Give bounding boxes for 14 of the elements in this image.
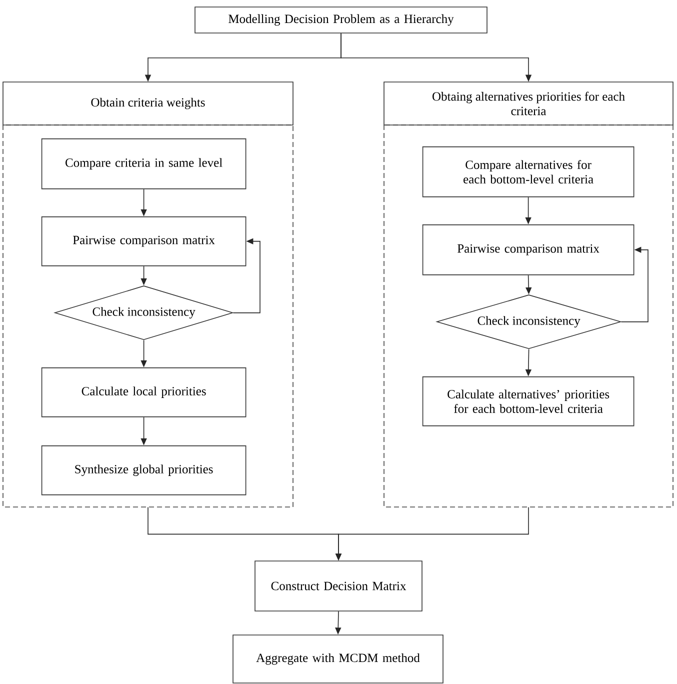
arrow — [232, 238, 260, 314]
arrow — [620, 246, 648, 322]
process-box: Calculate alternatives’ priorities for each bottom-level criteria — [422, 376, 634, 426]
process-box: Pairwise comparison matrix — [41, 216, 246, 266]
process-box: Compare alternatives for each bottom-level criteria — [422, 146, 634, 198]
process-box: Modelling Decision Problem as a Hierarchy — [194, 6, 488, 34]
process-box: Aggregate with MCDM method — [232, 634, 444, 684]
process-box: Compare criteria in same level — [41, 138, 246, 190]
process-box: Calculate local priorities — [41, 367, 246, 418]
process-box: Synthesize global priorities — [41, 445, 246, 496]
node-label: Obtaing alternatives priorities for each criteria — [432, 92, 625, 116]
node-label: Obtain criteria weights — [91, 98, 205, 110]
process-box: Pairwise comparison matrix — [422, 224, 634, 276]
process-box: Construct Decision Matrix — [254, 560, 422, 612]
